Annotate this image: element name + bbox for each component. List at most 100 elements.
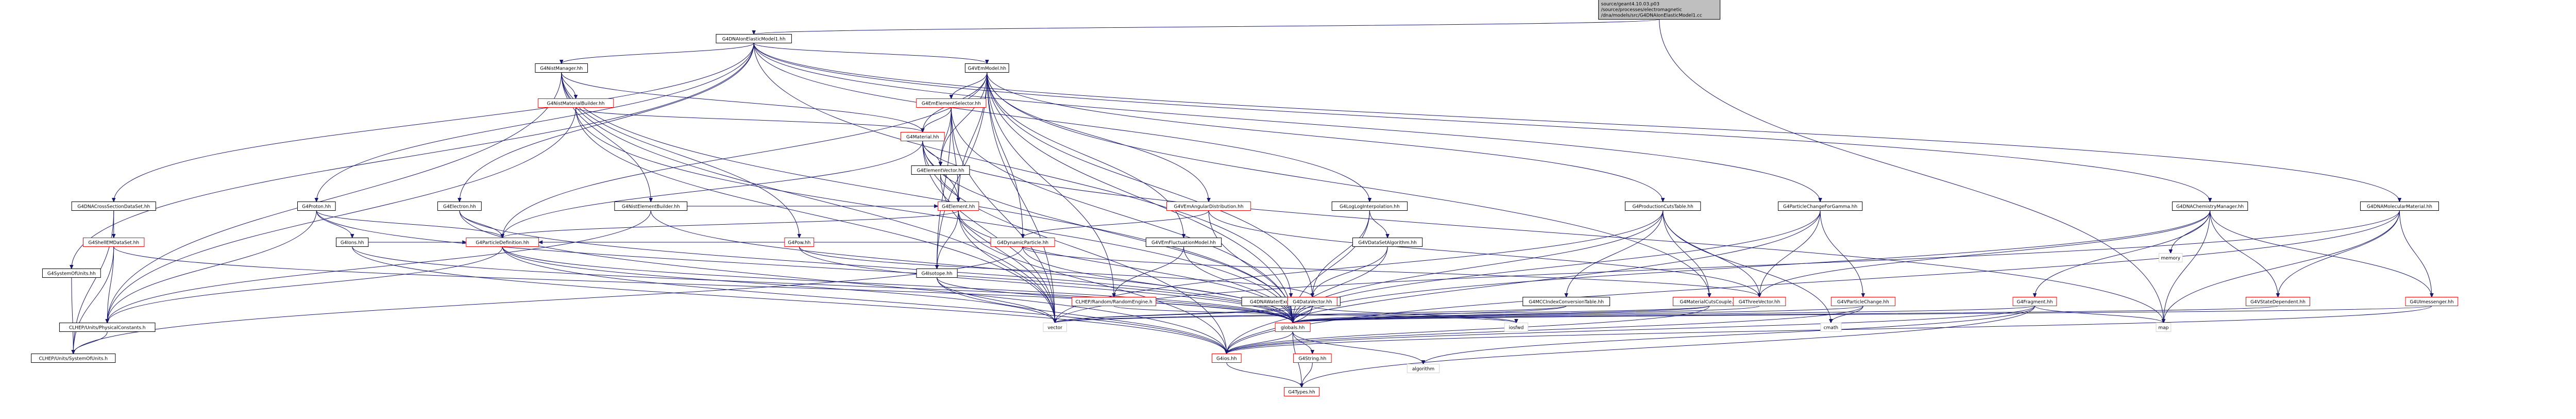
node-proton[interactable]: G4Proton.hh bbox=[297, 202, 336, 211]
node-algorithm: algorithm bbox=[1406, 364, 1440, 373]
edge-vemmodel-to-vemfluct bbox=[987, 72, 1186, 239]
node-particlechange[interactable]: G4ParticleChangeForGamma.hh bbox=[1777, 202, 1863, 211]
edge-line bbox=[2163, 210, 2400, 323]
node-datavector[interactable]: G4DataVector.hh bbox=[1287, 297, 1337, 306]
node-ionelastic[interactable]: G4DNAIonElasticModel1.hh bbox=[716, 34, 792, 43]
edge-arrowhead bbox=[1367, 198, 1372, 203]
node-nistmatbuilder[interactable]: G4NistMaterialBuilder.hh bbox=[537, 98, 614, 108]
edge-line bbox=[1292, 306, 1760, 323]
edge-datavector-to-iosfwd bbox=[1312, 306, 1518, 324]
node-globals[interactable]: globals.hh bbox=[1275, 323, 1311, 332]
edge-line bbox=[2163, 210, 2211, 323]
edge-ionelastic-to-crosssection bbox=[111, 43, 754, 203]
node-g4ios[interactable]: G4ios.hh bbox=[1211, 354, 1242, 363]
node-label: G4String.hh bbox=[1298, 357, 1326, 362]
edge-line bbox=[575, 107, 1056, 323]
node-threevector[interactable]: G4ThreeVector.hh bbox=[1733, 297, 1786, 306]
node-label: G4VStateDependent.hh bbox=[2250, 300, 2306, 305]
node-label: vector bbox=[1047, 326, 1062, 331]
node-pow[interactable]: G4Pow.hh bbox=[784, 238, 815, 247]
node-element[interactable]: G4Element.hh bbox=[938, 202, 979, 211]
edge-line bbox=[1292, 306, 1567, 323]
edge-line bbox=[1312, 306, 1517, 323]
edge-vemmodel-to-datavector bbox=[987, 72, 1315, 298]
edge-fragment-to-globals bbox=[1291, 306, 2035, 324]
edge-chemistry-to-vstatedep bbox=[2210, 210, 2280, 298]
node-elementvector[interactable]: G4ElementVector.hh bbox=[911, 165, 970, 175]
node-crosssection[interactable]: G4DNACrossSectionDataSet.hh bbox=[71, 202, 156, 211]
node-box bbox=[1284, 387, 1320, 396]
edge-nistmanager-to-physconst bbox=[105, 72, 562, 324]
node-label: G4DNACrossSectionDataSet.hh bbox=[77, 205, 150, 210]
node-box bbox=[964, 63, 1009, 73]
edge-arrowhead bbox=[797, 234, 802, 239]
node-umessenger[interactable]: G4UImessenger.hh bbox=[2405, 297, 2459, 306]
node-fragment[interactable]: G4Fragment.hh bbox=[2012, 297, 2057, 306]
edge-threevector-to-globals bbox=[1291, 306, 1760, 324]
node-dynamicparticle[interactable]: G4DynamicParticle.hh bbox=[990, 238, 1055, 247]
node-label: CLHEP/Random/RandomEngine.h bbox=[1076, 300, 1153, 305]
edge-ions-to-particledef bbox=[368, 240, 467, 244]
node-vdataset[interactable]: G4VDataSetAlgorithm.hh bbox=[1352, 238, 1423, 247]
edge-dynamicparticle-to-clhep_sysunits bbox=[71, 246, 1023, 355]
node-chemistry[interactable]: G4DNAChemistryManager.hh bbox=[2172, 202, 2248, 211]
node-loglog[interactable]: G4LogLogInterpolation.hh bbox=[1331, 202, 1408, 211]
edge-line bbox=[1312, 210, 1370, 297]
edge-line bbox=[1226, 210, 1821, 354]
node-isotope[interactable]: G4Isotope.hh bbox=[916, 269, 958, 278]
edge-line bbox=[951, 107, 959, 202]
node-g4string[interactable]: G4String.hh bbox=[1293, 354, 1332, 363]
edge-line bbox=[561, 72, 1056, 323]
node-box bbox=[466, 238, 539, 247]
node-label: G4Material.hh bbox=[906, 135, 939, 140]
edge-line bbox=[561, 72, 1293, 323]
node-vemangular[interactable]: G4VEmAngularDistribution.hh bbox=[1166, 202, 1251, 211]
node-vemfluct[interactable]: G4VEmFluctuationModel.hh bbox=[1145, 238, 1222, 247]
node-label: source/geant4.10.03.p03 bbox=[1601, 2, 1659, 7]
node-emelemselector[interactable]: G4EmElementSelector.hh bbox=[916, 98, 987, 108]
node-productioncuts[interactable]: G4ProductionCutsTable.hh bbox=[1624, 202, 1701, 211]
edge-vemfluct-to-randomengine bbox=[1112, 246, 1184, 298]
edge-nistmanager-to-globals bbox=[561, 72, 1295, 324]
node-g4types[interactable]: G4Types.hh bbox=[1284, 387, 1320, 396]
node-box bbox=[59, 323, 156, 332]
edge-arrowhead bbox=[559, 60, 564, 64]
edge-physconst-to-clhep_sysunits bbox=[71, 331, 108, 355]
node-label: G4DNAChemistryManager.hh bbox=[2176, 205, 2244, 210]
edge-particlechange-to-threevector bbox=[1757, 210, 1821, 298]
edge-line bbox=[940, 107, 952, 166]
node-electron[interactable]: G4Electron.hh bbox=[437, 202, 482, 211]
node-ions[interactable]: G4Ions.hh bbox=[335, 238, 369, 247]
edge-line bbox=[2034, 306, 2164, 323]
node-vstatedep[interactable]: G4VStateDependent.hh bbox=[2245, 297, 2310, 306]
node-label: G4ios.hh bbox=[1216, 357, 1237, 362]
node-box bbox=[1598, 0, 1721, 20]
node-label: G4ShellEMDataSet.hh bbox=[88, 241, 139, 246]
node-particledef[interactable]: G4ParticleDefinition.hh bbox=[466, 238, 539, 247]
node-label: CLHEP/Units/PhysicalConstants.h bbox=[69, 326, 146, 331]
edge-line bbox=[316, 43, 754, 202]
edge-arrowhead bbox=[1660, 198, 1665, 203]
node-molecular[interactable]: G4DNAMolecularMaterial.hh bbox=[2360, 202, 2439, 211]
node-label: G4Fragment.hh bbox=[2016, 300, 2053, 305]
node-clhep_sysunits[interactable]: CLHEP/Units/SystemOfUnits.h bbox=[31, 354, 116, 363]
node-systemofunits_g4[interactable]: G4SystemOfUnits.hh bbox=[42, 269, 101, 278]
node-vparticlechange[interactable]: G4VParticleChange.hh bbox=[1831, 297, 1895, 306]
edge-arrowhead bbox=[649, 198, 653, 203]
node-nistmanager[interactable]: G4NistManager.hh bbox=[535, 63, 588, 73]
node-randomengine[interactable]: CLHEP/Random/RandomEngine.h bbox=[1072, 297, 1157, 306]
edge-proton-to-physconst bbox=[105, 210, 317, 324]
edge-arrowhead bbox=[71, 350, 76, 355]
node-shellemdata[interactable]: G4ShellEMDataSet.hh bbox=[83, 238, 145, 247]
edge-line bbox=[575, 107, 1293, 323]
node-mccindex[interactable]: G4MCCIndexConversionTable.hh bbox=[1522, 297, 1611, 306]
node-physconst[interactable]: CLHEP/Units/PhysicalConstants.h bbox=[59, 323, 156, 332]
edge-ionelastic-to-vemmodel bbox=[753, 43, 989, 64]
node-box bbox=[1072, 297, 1157, 306]
edge-arrowhead bbox=[111, 234, 116, 239]
node-nistelembuilder[interactable]: G4NistElementBuilder.hh bbox=[614, 202, 688, 211]
node-material[interactable]: G4Material.hh bbox=[900, 132, 945, 141]
node-vemmodel[interactable]: G4VEmModel.hh bbox=[964, 63, 1009, 73]
node-box bbox=[1287, 297, 1337, 306]
edge-line bbox=[352, 246, 1293, 323]
